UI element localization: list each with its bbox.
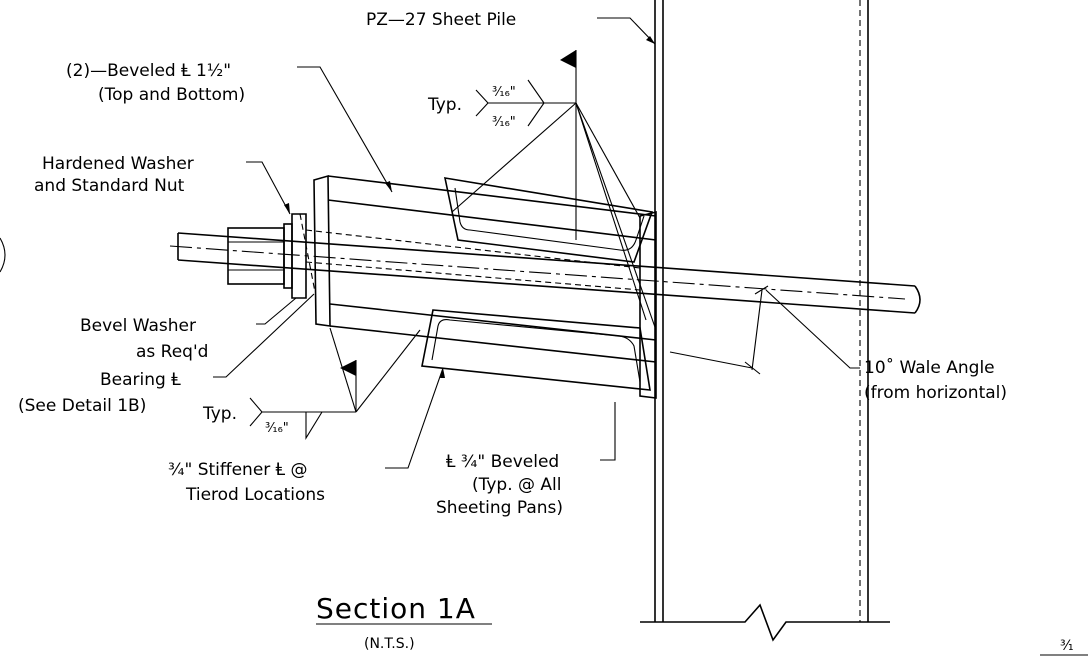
label-bearing-1: Bearing Ⱡ — [100, 370, 181, 390]
edge-fragment-arc — [0, 237, 6, 273]
sheet-pile — [640, 0, 890, 642]
label-wale-angle-2: (from horizontal) — [864, 383, 1007, 403]
nut-and-washer — [227, 223, 293, 289]
weld-typ-bottom: Typ. — [202, 404, 237, 424]
label-washer-1: Hardened Washer — [42, 154, 194, 174]
weld-size-top-b: ³⁄₁₆" — [492, 115, 516, 130]
label-bevel-washer-2: as Req'd — [136, 342, 208, 362]
label-bearing-2: (See Detail 1B) — [18, 396, 146, 416]
edge-fragment-text: ³⁄₁ — [1060, 638, 1074, 654]
title-sub: (N.T.S.) — [364, 636, 415, 652]
wale-angle-dimension — [669, 285, 769, 375]
label-wale-angle-1: 10˚ Wale Angle — [864, 357, 995, 378]
tierod — [169, 232, 921, 314]
label-beveled-plate-2: (Top and Bottom) — [98, 85, 245, 105]
title-main: Section 1A — [316, 592, 476, 625]
label-plate-beveled-1: Ⱡ ¾" Beveled — [446, 452, 559, 472]
weld-symbol-bottom — [249, 327, 421, 440]
bottom-channel — [421, 309, 651, 391]
label-stiffener-1: ¾" Stiffener Ⱡ @ — [168, 460, 308, 480]
leaders — [213, 17, 860, 469]
label-bevel-washer-1: Bevel Washer — [80, 316, 196, 336]
label-plate-beveled-3: Sheeting Pans) — [436, 498, 563, 518]
label-washer-2: and Standard Nut — [34, 176, 185, 196]
weld-symbol-top — [451, 50, 657, 331]
label-sheet-pile: PZ—27 Sheet Pile — [366, 10, 516, 30]
bevel-washer — [291, 213, 307, 299]
label-plate-beveled-2: (Typ. @ All — [472, 475, 562, 495]
plate-3-4-beveled — [639, 210, 657, 399]
weld-typ-top: Typ. — [427, 95, 462, 115]
label-beveled-plate-1: (2)—Beveled Ⱡ 1½" — [66, 61, 231, 81]
label-stiffener-2: Tierod Locations — [185, 485, 325, 505]
weld-size-top-a: ³⁄₁₆" — [492, 85, 516, 100]
top-channel — [443, 177, 654, 263]
section-title: Section 1A (N.T.S.) — [316, 592, 492, 652]
weld-size-bottom: ³⁄₁₆" — [265, 421, 289, 436]
